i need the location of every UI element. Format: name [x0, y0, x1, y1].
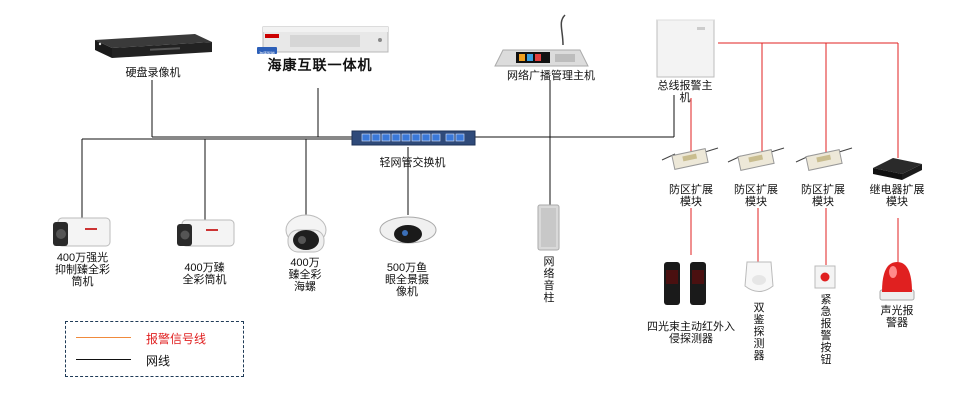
alarm-host-device — [656, 19, 715, 78]
siren-label: 声光报警器 — [880, 305, 914, 329]
speaker-column-label: 网络音柱 — [543, 256, 555, 304]
relay-module-label: 继电器扩展模块 — [869, 184, 925, 208]
speaker-column-device — [537, 204, 560, 251]
all-in-one-device — [262, 26, 389, 53]
legend-alarm-row: 报警信号线 — [76, 330, 236, 346]
broadcast-host-label: 网络广播管理主机 — [507, 70, 595, 82]
nvr-device — [95, 34, 212, 58]
dual-detector-label: 双鉴探测器 — [753, 302, 765, 362]
ir-beam-device — [664, 262, 706, 305]
camera-bullet2-device — [177, 219, 235, 247]
zone-module-1-device — [661, 147, 719, 170]
camera-fisheye-device — [379, 216, 437, 244]
zone-module-3-device — [795, 147, 853, 171]
legend-network-text: 网线 — [146, 354, 171, 368]
zone-module-2-device — [727, 147, 785, 171]
zone-module-3-label: 防区扩展模块 — [801, 184, 845, 208]
network-lines — [81, 80, 675, 220]
camera-fisheye-label: 500万鱼眼全景摄像机 — [385, 262, 429, 298]
emergency-button-device — [814, 265, 836, 289]
poe-switch-label: 轻网管交换机 — [379, 157, 446, 169]
ir-beam-label: 四光束主动红外入侵探测器 — [647, 321, 735, 345]
emergency-button-label: 紧急报警按钮 — [820, 294, 832, 366]
camera-dome-device — [285, 214, 327, 253]
legend-network-swatch — [76, 359, 131, 360]
alarm-lines — [690, 42, 899, 265]
all-in-one-badge-bg — [257, 47, 277, 54]
zone-module-2-label: 防区扩展模块 — [734, 184, 778, 208]
poe-switch-device — [351, 130, 476, 146]
camera-dome-label: 400万臻全彩海螺 — [288, 257, 322, 293]
broadcast-host-device — [494, 14, 589, 67]
legend: 报警信号线 网线 — [65, 321, 244, 377]
legend-alarm-swatch — [76, 337, 131, 338]
legend-alarm-text: 报警信号线 — [146, 332, 207, 346]
all-in-one-label: 海康互联一体机 — [267, 57, 373, 73]
nvr-label: 硬盘录像机 — [125, 67, 181, 79]
relay-module-device — [873, 158, 922, 180]
dual-detector-device — [744, 261, 774, 292]
camera-bullet2-label: 400万臻全彩筒机 — [182, 262, 227, 286]
camera-bullet-device — [53, 217, 111, 247]
siren-device — [879, 262, 915, 301]
camera-bullet-label: 400万强光抑制臻全彩筒机 — [55, 252, 110, 288]
alarm-host-label: 总线报警主机 — [657, 80, 713, 104]
all-in-one-badge: 海康智能 — [259, 51, 275, 56]
legend-network-row: 网线 — [76, 352, 236, 368]
zone-module-1-label: 防区扩展模块 — [669, 184, 713, 208]
